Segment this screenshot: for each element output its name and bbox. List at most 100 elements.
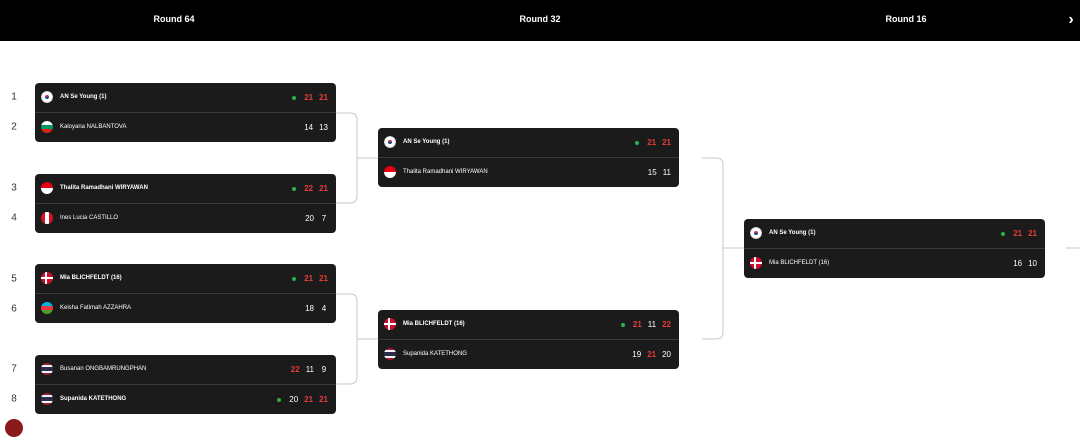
game-score: 15 <box>647 168 657 177</box>
player-row[interactable]: Ines Lucia CASTILLO 20 7 <box>35 203 336 233</box>
flag-aze-icon <box>41 302 53 314</box>
player-row[interactable]: Mia BLICHFELDT (16) 21 11 22 <box>378 310 679 339</box>
player-name[interactable]: Mia BLICHFELDT (16) <box>60 275 122 281</box>
player-name[interactable]: AN Se Young (1) <box>403 139 450 145</box>
chevron-right-icon[interactable]: › <box>1068 11 1074 28</box>
game-score: 9 <box>321 365 327 374</box>
game-score: 21 <box>304 274 314 283</box>
round-header-bar: Round 64 Round 32 Round 16 › <box>0 0 1080 41</box>
round-16-label[interactable]: Round 16 <box>885 14 927 24</box>
game-score: 10 <box>1028 259 1037 268</box>
winner-dot-icon <box>292 95 297 100</box>
player-name[interactable]: AN Se Young (1) <box>60 94 107 100</box>
game-score: 20 <box>289 395 299 404</box>
flag-ina-icon <box>384 166 396 178</box>
score-group: 20 7 <box>305 204 328 233</box>
player-row[interactable]: Thalita Ramadhani WIRYAWAN 22 21 <box>35 174 336 203</box>
player-name[interactable]: Busanan ONGBAMRUNGPHAN <box>60 366 147 372</box>
seed-number: 1 <box>11 91 17 103</box>
flag-tha-icon <box>41 363 53 375</box>
score-group: 21 21 <box>292 264 328 293</box>
seed-number: 5 <box>11 273 17 285</box>
winner-dot-icon <box>277 397 282 402</box>
winner-dot-icon <box>292 186 297 191</box>
game-score: 16 <box>1013 259 1023 268</box>
player-name[interactable]: Kaloyana NALBANTOVA <box>60 124 127 130</box>
seed-number: 4 <box>11 212 17 224</box>
game-score: 22 <box>662 320 671 329</box>
seed-number: 3 <box>11 182 17 194</box>
game-score: 21 <box>319 274 328 283</box>
game-score: 11 <box>305 365 314 374</box>
seed-number: 7 <box>11 363 17 375</box>
game-score: 22 <box>290 365 300 374</box>
bracket-connector-lines <box>336 112 1080 385</box>
flag-per-icon <box>41 212 53 224</box>
player-row[interactable]: Busanan ONGBAMRUNGPHAN 22 11 9 <box>35 355 336 384</box>
game-score: 21 <box>1028 229 1037 238</box>
player-name[interactable]: Supanida KATETHONG <box>60 396 127 402</box>
player-name[interactable]: Thalita Ramadhani WIRYAWAN <box>60 185 148 191</box>
flag-kor-icon <box>750 227 762 239</box>
player-name[interactable]: Mia BLICHFELDT (16) <box>769 260 830 266</box>
game-score: 21 <box>319 395 328 404</box>
player-row[interactable]: AN Se Young (1) 21 21 <box>378 128 679 157</box>
score-group: 22 11 9 <box>291 355 328 384</box>
round-64-label[interactable]: Round 64 <box>153 14 195 24</box>
connector-r64-a <box>336 112 358 204</box>
seed-number: 6 <box>11 303 17 315</box>
player-name[interactable]: Ines Lucia CASTILLO <box>60 215 119 221</box>
game-score: 21 <box>662 138 671 147</box>
winner-dot-icon <box>635 140 640 145</box>
score-group: 21 21 <box>635 128 671 157</box>
flag-den-icon <box>384 318 396 330</box>
game-score: 13 <box>319 123 328 132</box>
seed-number: 8 <box>11 393 17 405</box>
player-name[interactable]: Thalita Ramadhani WIRYAWAN <box>403 169 488 175</box>
game-score: 11 <box>647 320 657 329</box>
game-score: 11 <box>662 168 671 177</box>
game-score: 21 <box>632 320 642 329</box>
player-name[interactable]: Supanida KATETHONG <box>403 351 467 357</box>
seed-number: 2 <box>11 121 17 133</box>
round-32-label[interactable]: Round 32 <box>519 14 561 24</box>
winner-dot-icon <box>620 322 625 327</box>
game-score: 7 <box>321 214 327 223</box>
game-score: 19 <box>632 350 642 359</box>
player-row[interactable]: Mia BLICHFELDT (16) 21 21 <box>35 264 336 293</box>
game-score: 21 <box>319 93 328 102</box>
winner-dot-icon <box>292 276 297 281</box>
winner-dot-icon <box>1001 231 1006 236</box>
player-name[interactable]: AN Se Young (1) <box>769 230 816 236</box>
game-score: 21 <box>319 184 328 193</box>
flag-ina-icon <box>41 182 53 194</box>
game-score: 22 <box>304 184 314 193</box>
player-name[interactable]: Keisha Fatimah AZZAHRA <box>60 305 132 311</box>
flag-den-icon <box>750 257 762 269</box>
player-name[interactable]: Mia BLICHFELDT (16) <box>403 321 465 327</box>
game-score: 21 <box>647 138 657 147</box>
game-score: 20 <box>305 214 314 223</box>
